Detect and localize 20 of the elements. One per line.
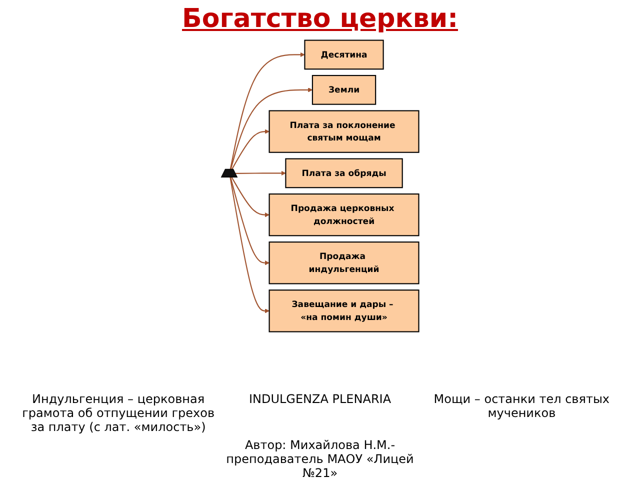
arrow — [231, 129, 270, 170]
node-box: Продажа церковных должностей — [268, 193, 420, 236]
note-text: Мощи – останки тел святых мучеников — [432, 392, 611, 420]
node-box: Завещание и дары – «на помин души» — [268, 290, 420, 332]
arrow — [231, 177, 270, 218]
title: Богатство церкви: — [182, 4, 458, 34]
arrow — [230, 177, 270, 266]
arrow — [230, 177, 270, 314]
arrow — [230, 52, 305, 170]
node-box: Продажа индульгенций — [268, 242, 420, 284]
node-box: Плата за обряды — [285, 158, 403, 188]
node-box: Десятина — [304, 40, 384, 70]
arrow — [230, 88, 313, 170]
arrow — [236, 170, 286, 176]
node-box: Плата за поклонение святым мощам — [268, 110, 420, 153]
node-picture — [220, 168, 238, 178]
note-text: Индульгенция – церковная грамота об отпущении грехов за плату (с лат. «милость») — [21, 392, 216, 434]
note-text: INDULGENZA PLENARIA — [248, 392, 392, 406]
node-box: Земли — [312, 74, 376, 105]
note-text: Автор: Михайлова Н.М.- преподаватель МАОУ «Лицей №21» — [225, 438, 415, 480]
